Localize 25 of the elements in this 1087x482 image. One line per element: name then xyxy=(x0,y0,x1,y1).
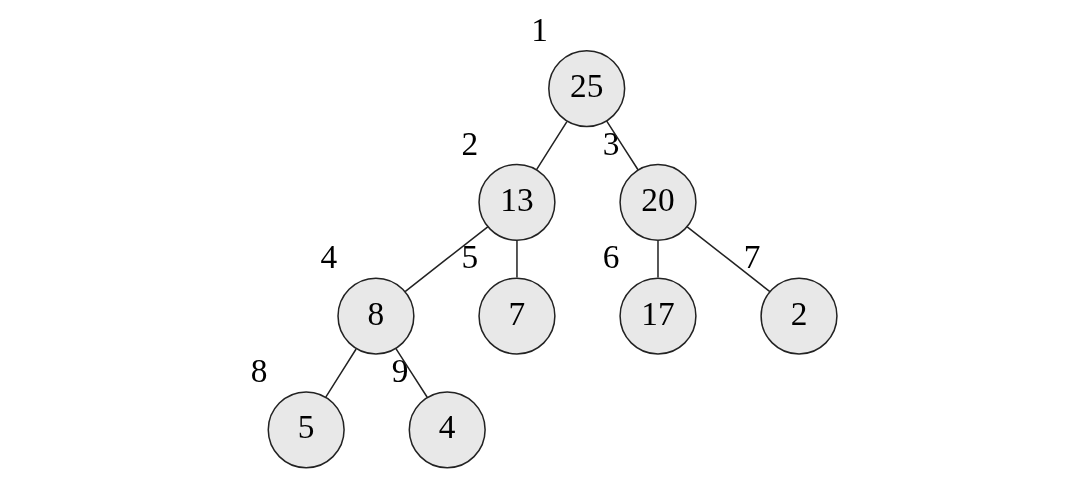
node-label: 4 xyxy=(320,238,338,276)
connector xyxy=(605,120,639,171)
node-circle: 4 xyxy=(408,391,486,469)
connector xyxy=(686,226,771,293)
node-circle: 13 xyxy=(478,163,556,241)
node-label: 1 xyxy=(531,10,549,48)
node-circle: 17 xyxy=(619,277,697,355)
node-circle: 5 xyxy=(267,391,345,469)
node-label: 9 xyxy=(391,352,409,390)
node-label: 5 xyxy=(461,238,479,276)
node-label: 2 xyxy=(461,124,479,162)
connector xyxy=(325,348,357,398)
node-circle: 7 xyxy=(478,277,556,355)
connector xyxy=(657,239,659,279)
node-circle: 25 xyxy=(548,49,626,128)
connector xyxy=(395,347,428,398)
node-label: 6 xyxy=(602,238,620,276)
node-circle: 8 xyxy=(337,277,415,355)
node-circle: 2 xyxy=(760,277,838,355)
connector xyxy=(404,226,489,293)
node-label: 8 xyxy=(250,352,268,390)
connector xyxy=(516,239,518,279)
connector xyxy=(535,120,568,171)
node-label: 7 xyxy=(743,238,761,276)
node-circle: 20 xyxy=(619,163,697,241)
